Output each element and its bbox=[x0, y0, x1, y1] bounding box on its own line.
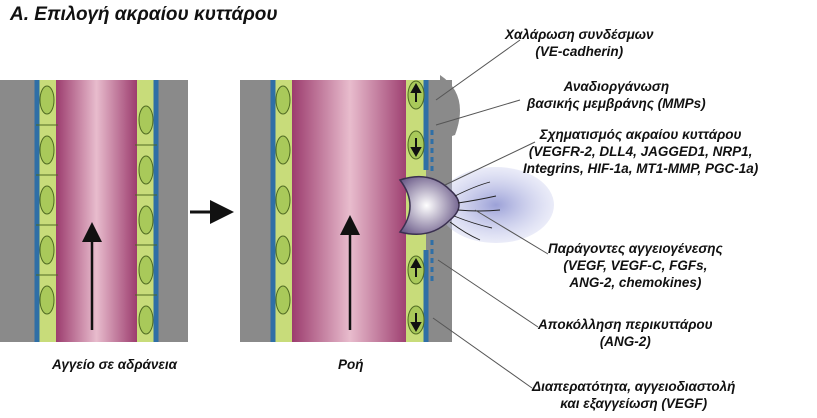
quiescent-vessel bbox=[0, 80, 188, 342]
label-membrane-line1: Αναδιοργάνωση bbox=[527, 78, 706, 95]
caption-quiescent: Αγγείο σε αδράνεια bbox=[52, 357, 177, 372]
label-tip-cell-line2: (VEGFR-2, DLL4, JAGGED1, NRP1, bbox=[523, 143, 758, 160]
label-pericyte-line2: (ANG-2) bbox=[538, 333, 713, 350]
label-factors-line1: Παράγοντες αγγειογένεσης bbox=[548, 240, 723, 257]
label-pericyte-line1: Αποκόλληση περικυττάρου bbox=[538, 316, 713, 333]
lumen-quiescent bbox=[56, 80, 137, 342]
label-tip-cell-line1: Σχηματισμός ακραίου κυττάρου bbox=[523, 126, 758, 143]
label-factors-line3: ANG-2, chemokines) bbox=[548, 274, 723, 291]
label-junctions-line1: Χαλάρωση συνδέσμων bbox=[505, 26, 653, 43]
label-junctions-line2: (VE-cadherin) bbox=[505, 43, 653, 60]
label-permeability: Διαπερατότητα, αγγειοδιαστολή και εξαγγε… bbox=[532, 378, 735, 412]
sprouting-vessel bbox=[240, 75, 554, 342]
label-factors: Παράγοντες αγγειογένεσης (VEGF, VEGF-C, … bbox=[548, 240, 723, 291]
label-membrane: Αναδιοργάνωση βασικής μεμβράνης (MMPs) bbox=[527, 78, 706, 112]
label-junctions: Χαλάρωση συνδέσμων (VE-cadherin) bbox=[505, 26, 653, 60]
label-permeability-line1: Διαπερατότητα, αγγειοδιαστολή bbox=[532, 378, 735, 395]
label-tip-cell-line3: Integrins, HIF-1a, MT1-MMP, PGC-1a) bbox=[523, 160, 758, 177]
label-permeability-line2: και εξαγγείωση (VEGF) bbox=[532, 395, 735, 412]
label-tip-cell: Σχηματισμός ακραίου κυττάρου (VEGFR-2, D… bbox=[523, 126, 758, 177]
label-factors-line2: (VEGF, VEGF-C, FGFs, bbox=[548, 257, 723, 274]
label-membrane-line2: βασικής μεμβράνης (MMPs) bbox=[527, 95, 706, 112]
pericyte-left-outer bbox=[0, 80, 40, 342]
label-pericyte: Αποκόλληση περικυττάρου (ANG-2) bbox=[538, 316, 713, 350]
caption-flow: Ροή bbox=[338, 357, 364, 372]
